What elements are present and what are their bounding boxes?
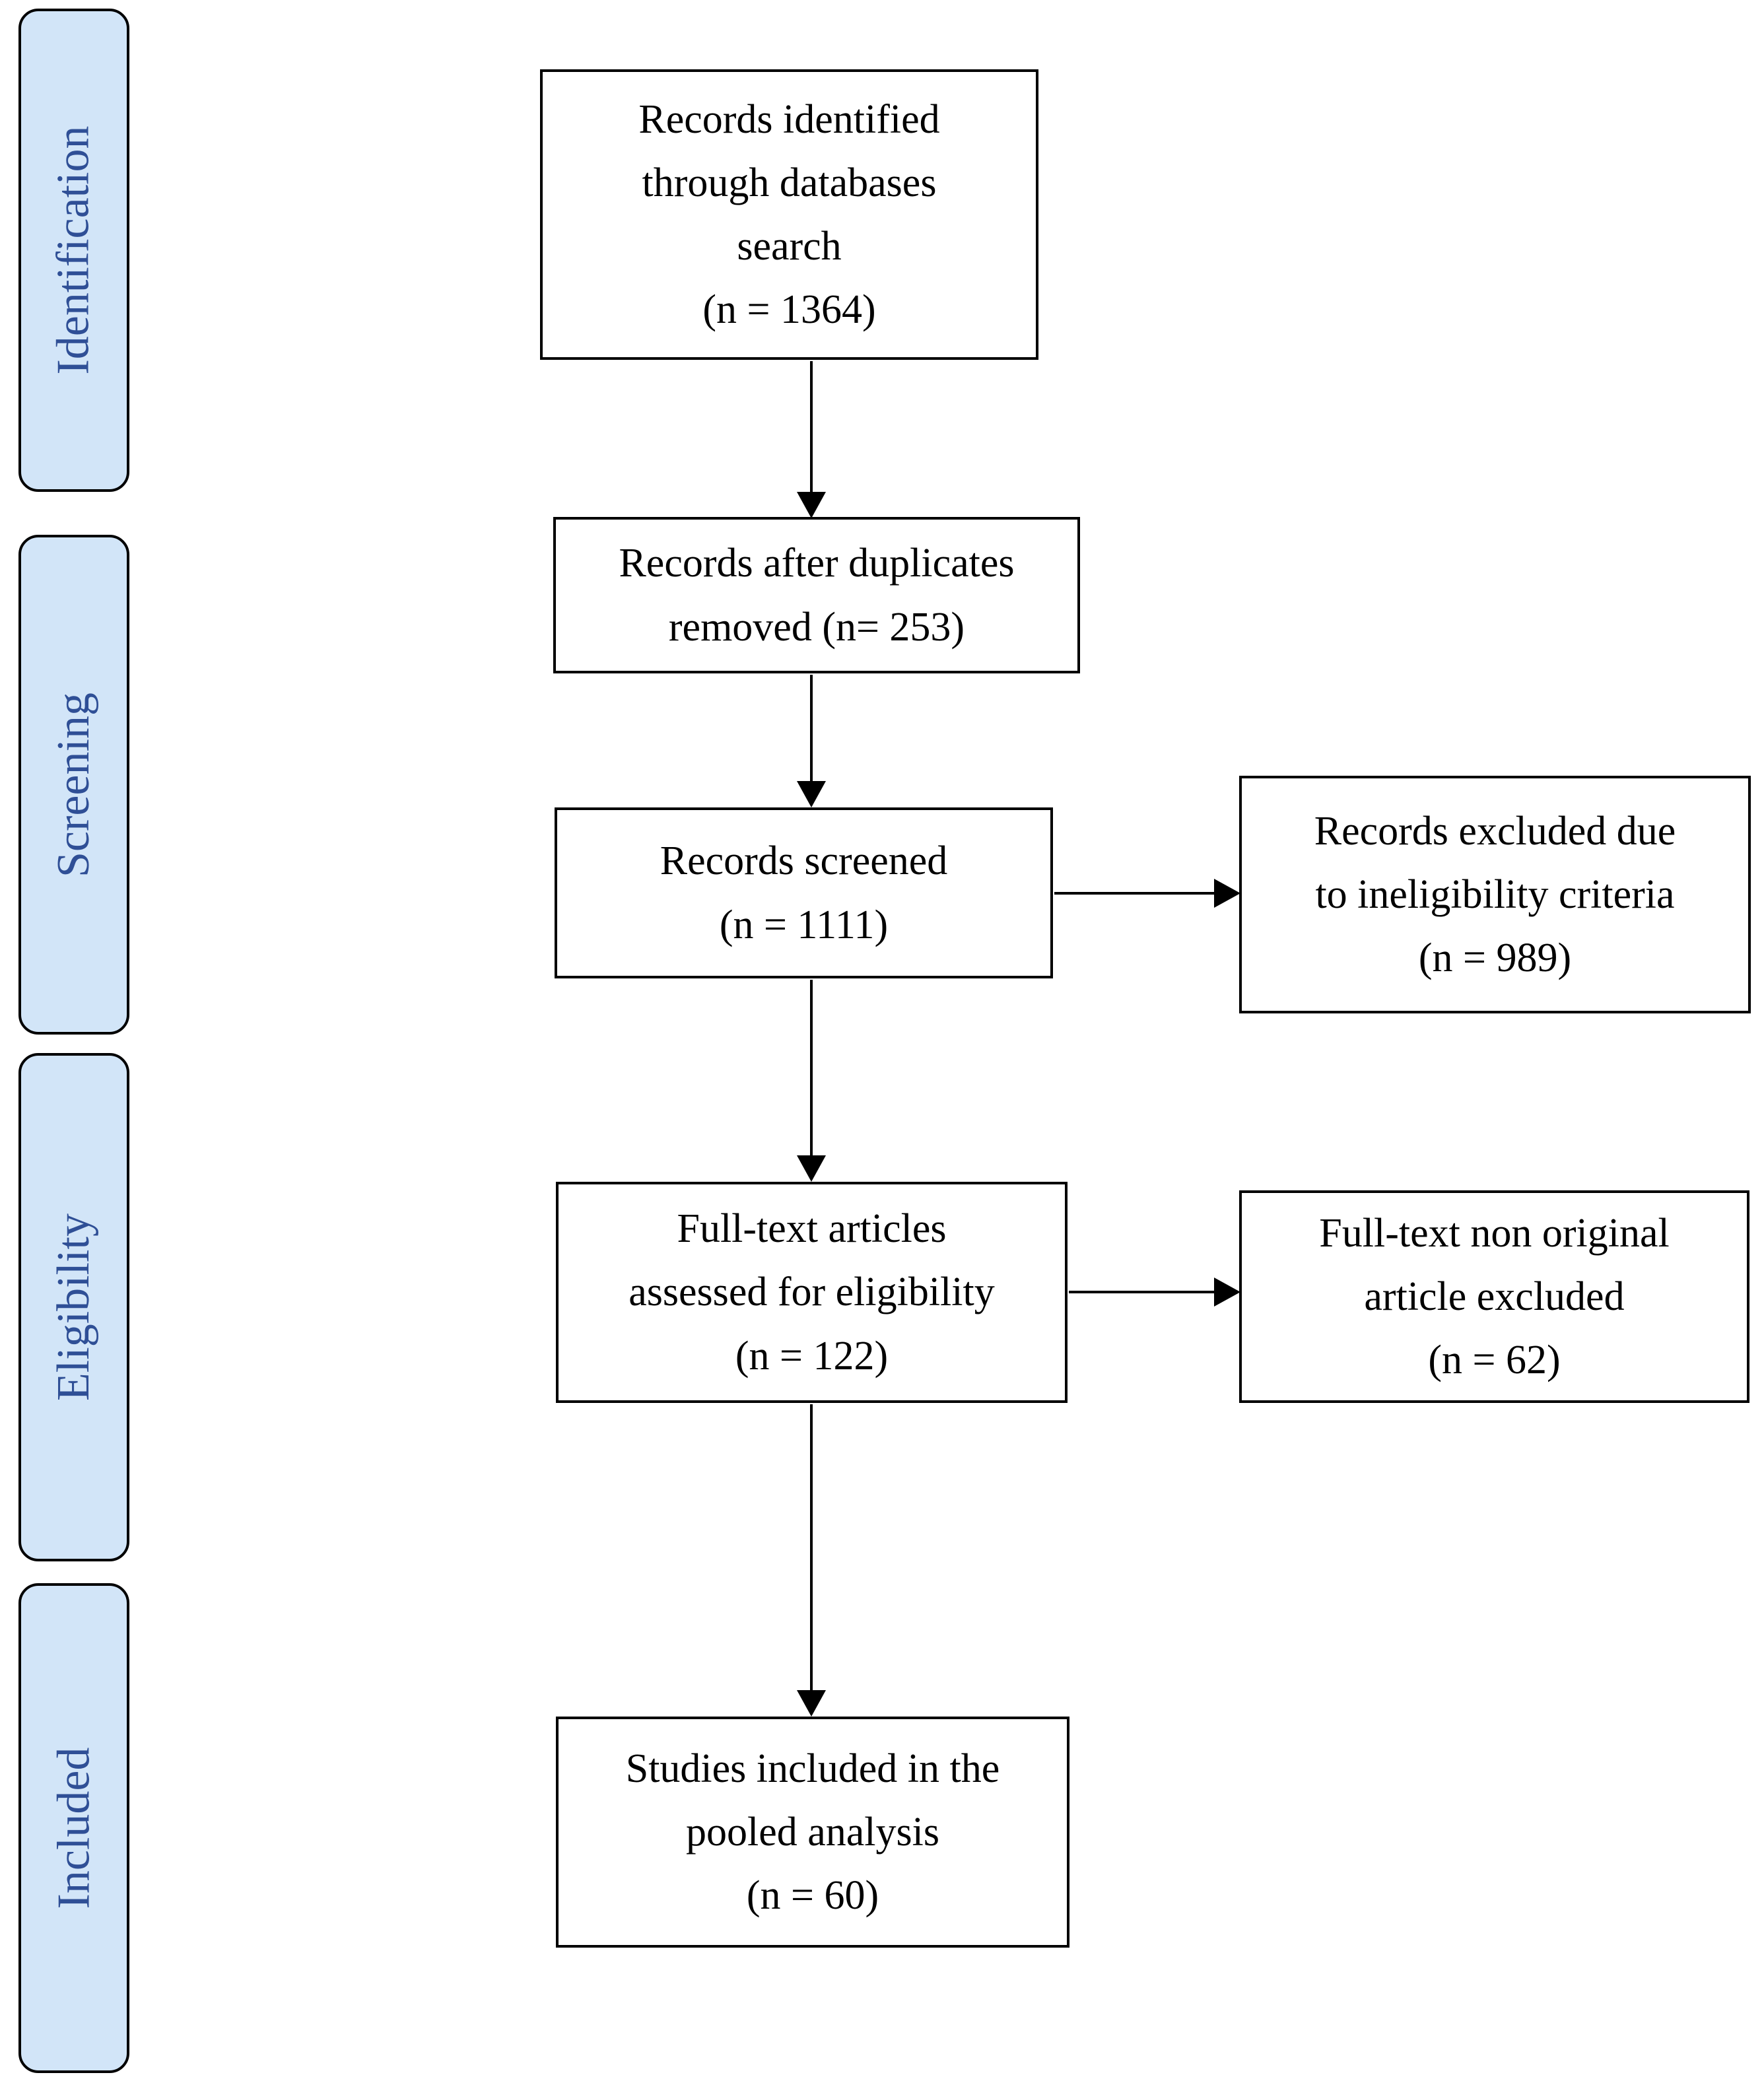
- box-studies-included: Studies included in the pooled analysis …: [556, 1717, 1069, 1948]
- stage-identification-label: Identification: [48, 125, 100, 375]
- arrow-line: [810, 675, 813, 784]
- box-studies-included-text: Studies included in the pooled analysis …: [625, 1746, 1000, 1919]
- box-records-after-duplicates-text: Records after duplicates removed (n= 253…: [619, 541, 1015, 650]
- box-records-screened-text: Records screened (n = 1111): [660, 838, 948, 947]
- box-records-after-duplicates: Records after duplicates removed (n= 253…: [553, 517, 1080, 673]
- arrowhead-right-icon: [1214, 879, 1240, 908]
- box-fulltext-assessed: Full-text articles assessed for eligibil…: [556, 1182, 1068, 1403]
- arrow-line: [810, 1404, 813, 1693]
- box-fulltext-excluded-text: Full-text non original article excluded …: [1319, 1210, 1670, 1383]
- box-fulltext-assessed-text: Full-text articles assessed for eligibil…: [628, 1206, 995, 1379]
- arrowhead-right-icon: [1214, 1278, 1240, 1307]
- arrow-line: [810, 361, 813, 494]
- box-fulltext-excluded: Full-text non original article excluded …: [1239, 1190, 1749, 1403]
- stage-screening-label: Screening: [48, 692, 99, 877]
- stage-included-label: Included: [48, 1747, 99, 1909]
- arrowhead-down-icon: [797, 492, 826, 518]
- box-records-excluded-text: Records excluded due to ineligibility cr…: [1314, 808, 1676, 981]
- stage-screening: Screening: [18, 535, 129, 1035]
- stage-identification: Identification: [18, 9, 129, 492]
- box-records-identified-text: Records identified through databases sea…: [638, 96, 940, 333]
- box-records-screened: Records screened (n = 1111): [555, 807, 1053, 978]
- arrow-line: [810, 980, 813, 1158]
- stage-eligibility-label: Eligibility: [48, 1213, 99, 1401]
- arrow-line: [1054, 892, 1215, 895]
- stage-eligibility: Eligibility: [18, 1053, 129, 1561]
- box-records-excluded: Records excluded due to ineligibility cr…: [1239, 776, 1751, 1013]
- arrowhead-down-icon: [797, 1155, 826, 1182]
- stage-included: Included: [18, 1583, 129, 2073]
- arrowhead-down-icon: [797, 1690, 826, 1717]
- box-records-identified: Records identified through databases sea…: [540, 69, 1038, 360]
- arrowhead-down-icon: [797, 781, 826, 807]
- arrow-line: [1069, 1291, 1215, 1293]
